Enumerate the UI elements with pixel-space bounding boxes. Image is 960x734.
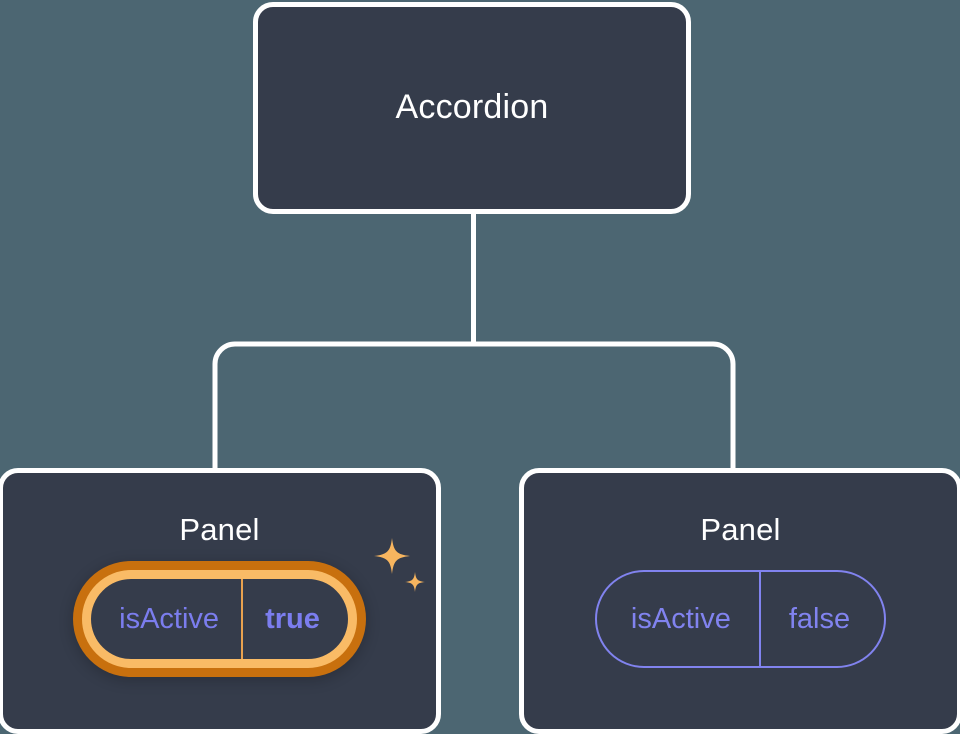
prop-pill-isactive-false[interactable]: isActive false [594,570,887,669]
prop-value: true [241,579,348,660]
sparkle-icon [374,538,410,575]
prop-pill-wrapper: isActive true [3,538,436,669]
prop-key: isActive [119,602,220,635]
edge-to-panel-left [212,341,474,472]
tree-node-panel-inactive[interactable]: Panel isActive false [519,468,960,734]
edge-to-panel-right [473,341,736,472]
node-title: Panel [179,512,260,547]
node-title: Accordion [395,88,549,127]
tree-node-accordion[interactable]: Accordion [253,2,691,214]
prop-pill-isactive-true[interactable]: isActive true [82,570,357,669]
sparkles-group [374,538,425,593]
prop-key: isActive [630,602,731,635]
sparkle-icon [405,572,425,593]
prop-pill-wrapper: isActive false [524,570,957,669]
prop-value: false [758,572,884,667]
node-title: Panel [700,512,781,547]
tree-node-panel-active[interactable]: Panel isActive true [0,468,441,734]
